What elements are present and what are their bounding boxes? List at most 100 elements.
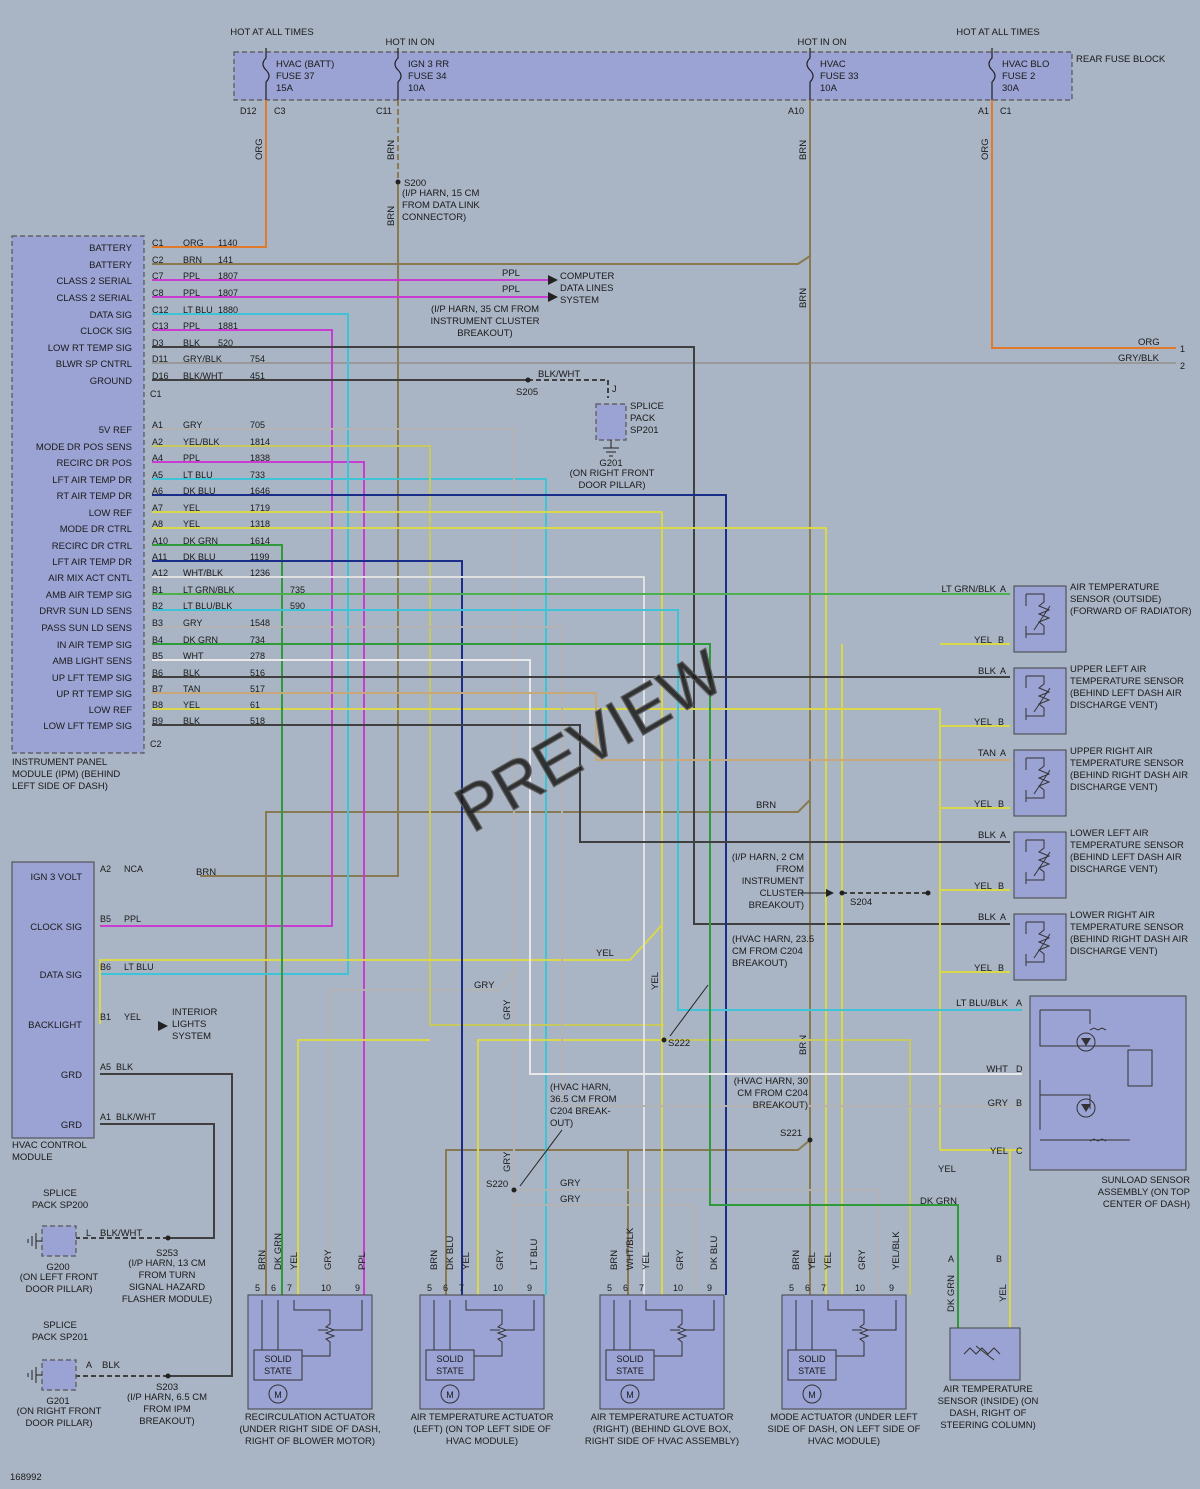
- g200-desc-wrap: (ON LEFT FRONT DOOR PILLAR): [20, 1272, 98, 1295]
- ipm-row-color: BLK/WHT: [183, 371, 224, 381]
- actuator-pin: 9: [527, 1283, 532, 1293]
- actuator-pin: 7: [459, 1283, 464, 1293]
- hvac-row-color: PPL: [124, 914, 141, 924]
- actuator-pin: 5: [607, 1283, 612, 1293]
- sp200-box: [41, 1225, 77, 1257]
- sensor-title-wrap: LOWER LEFT AIR TEMPERATURE SENSOR (BEHIN…: [1070, 828, 1184, 875]
- ipm-row-color: TAN: [183, 684, 200, 694]
- s205-desc-wrap: (I/P HARN, 35 CM FROM INSTRUMENT CLUSTER…: [430, 304, 539, 339]
- ipm-row-circuit: 1807: [218, 288, 238, 298]
- solid-state-box: [425, 1349, 475, 1381]
- wire-brn-battery: [152, 255, 811, 265]
- wire-brn-label-6: BRN: [756, 800, 776, 811]
- right-outputs: ORG 1 GRY/BLK 2: [1118, 337, 1185, 371]
- thermistor-symbol: [1025, 675, 1051, 720]
- sensor-title: UPPER LEFT AIR TEMPERATURE SENSOR (BEHIN…: [1070, 664, 1184, 711]
- sensor-title-wrap: UPPER RIGHT AIR TEMPERATURE SENSOR (BEHI…: [1070, 746, 1188, 793]
- ipm-row-pin: D16: [152, 371, 169, 381]
- sunload-box: [1029, 995, 1187, 1171]
- wire-yelblk-act4: [664, 1039, 911, 1295]
- ipm-row-color: PPL: [183, 453, 200, 463]
- splice-pack-sp201-top: J SPLICE PACK SP201 G201 (ON RIGHT FRONT…: [570, 384, 664, 491]
- solid-state-label-2: STATE: [264, 1366, 292, 1376]
- actuator-wire-color: DK BLU: [445, 1236, 456, 1270]
- ipm-row-label: LFT AIR TEMP DR: [52, 475, 132, 486]
- actuator-wire-color: DK BLU: [709, 1236, 720, 1270]
- ipm-row-color: GRY/BLK: [183, 354, 222, 364]
- wire-blkwht-hvac-grd: [100, 1123, 215, 1239]
- s253-name: S253: [156, 1248, 178, 1259]
- s204-name: S204: [850, 897, 872, 908]
- ipm-row-circuit: 734: [250, 635, 265, 645]
- wire-dkgrn-b4: [152, 643, 959, 1245]
- sensor-title-wrap: LOWER RIGHT AIR TEMPERATURE SENSOR (BEHI…: [1070, 910, 1188, 957]
- fuse-33-pin: A10: [788, 106, 804, 116]
- ipm-row-color: YEL: [183, 519, 200, 529]
- actuator-wire-color: YEL: [807, 1252, 818, 1270]
- wire-brn-label-2: BRN: [386, 206, 397, 226]
- s204-desc-wrap: (I/P HARN, 2 CM FROM INSTRUMENT CLUSTER …: [732, 852, 804, 911]
- s221-desc-wrap: (HVAC HARN, 30 CM FROM C204 BREAKOUT): [734, 1076, 808, 1111]
- wire-brn-actuator-bus: [265, 799, 811, 1295]
- ipm-row-circuit: 1318: [250, 519, 270, 529]
- ipm-row-label: CLASS 2 SERIAL: [56, 293, 132, 304]
- wire-org-label-1: ORG: [254, 138, 265, 160]
- motor-symbol: M: [626, 1390, 634, 1400]
- solid-state-box: [253, 1349, 303, 1381]
- ipm-row-circuit: 590: [290, 601, 305, 611]
- ipm-row-circuit: 1614: [250, 536, 270, 546]
- hot-in-on-label-2: HOT IN ON: [798, 37, 847, 48]
- sp200-pin: L: [86, 1228, 91, 1238]
- splice-s204: S204 (I/P HARN, 2 CM FROM INSTRUMENT CLU…: [732, 852, 931, 911]
- g201-bottom-desc-wrap: (ON RIGHT FRONT DOOR PILLAR): [17, 1406, 102, 1429]
- ipm-row-circuit: 520: [218, 338, 233, 348]
- s222-desc: (HVAC HARN, 23.5 CM FROM C204 BREAKOUT): [732, 934, 815, 969]
- g201-top-desc-wrap: (ON RIGHT FRONT DOOR PILLAR): [570, 468, 655, 491]
- ipm-row-color: DK BLU: [183, 486, 216, 496]
- ipm-row-pin: B2: [152, 601, 163, 611]
- sensor-wire-b: YEL: [974, 881, 992, 892]
- ipm-row-pin: B3: [152, 618, 163, 628]
- fuse-33: HVAC FUSE 33 10A A10: [788, 48, 859, 116]
- fuse-33-number: FUSE 33: [820, 71, 859, 82]
- wire-brn-label-5: BRN: [798, 1035, 809, 1055]
- sensor-wire-a: LT GRN/BLK: [941, 584, 996, 595]
- sensor-wire-b: YEL: [974, 963, 992, 974]
- thermistor-symbol: [1025, 757, 1051, 802]
- sunload-pin-color: WHT: [986, 1064, 1008, 1075]
- fuse-2-conn: C1: [1000, 106, 1012, 116]
- ipm-row-pin: A4: [152, 453, 163, 463]
- ipm-row-circuit: 705: [250, 420, 265, 430]
- ipm-row-pin: A5: [152, 470, 163, 480]
- actuator: BRN5YEL6YEL7GRY10YEL/BLK9SOLIDSTATEMMODE…: [768, 1231, 921, 1447]
- wire-brn-label-3: BRN: [798, 140, 809, 160]
- fuse-34-number: FUSE 34: [408, 71, 447, 82]
- splice-s222: S222 (HVAC HARN, 23.5 CM FROM C204 BREAK…: [661, 934, 815, 1049]
- actuator-wire-color: DK GRN: [273, 1233, 284, 1270]
- actuator-pin: 10: [321, 1283, 331, 1293]
- ipm-row-label: LFT AIR TEMP DR: [52, 557, 132, 568]
- ipm-row-circuit: 451: [250, 371, 265, 381]
- inside-sensor-wire-a-label: DK GRN: [946, 1275, 957, 1312]
- fuse-37-pin: D12: [240, 106, 257, 116]
- wire-org-label-2: ORG: [980, 138, 991, 160]
- output-2-num: 2: [1180, 361, 1185, 371]
- sensor-wire-a: TAN: [978, 748, 996, 759]
- wire-dkblu-a6: [152, 494, 727, 1295]
- sunload-pin-letter: A: [1016, 998, 1022, 1008]
- inside-sensor-wire-b-label: YEL: [998, 1284, 1009, 1302]
- ipm-row-circuit: 733: [250, 470, 265, 480]
- s200-desc-wrap: (I/P HARN, 15 CM FROM DATA LINK CONNECTO…: [402, 188, 480, 223]
- sensor-wire-a: BLK: [978, 912, 997, 923]
- wire-brn-label-4: BRN: [798, 288, 809, 308]
- actuator-title-wrap: MODE ACTUATOR (UNDER LEFT SIDE OF DASH, …: [768, 1412, 921, 1447]
- sensor-wire-b: YEL: [974, 717, 992, 728]
- sunload-pin-letter: C: [1016, 1146, 1023, 1156]
- sensor-box: [1013, 667, 1067, 735]
- actuator-pin: 5: [427, 1283, 432, 1293]
- actuator-title: AIR TEMPERATURE ACTUATOR (RIGHT) (BEHIND…: [584, 1412, 740, 1447]
- rear-fuse-block-label: REAR FUSE BLOCK: [1076, 54, 1166, 65]
- fuse-37-conn: C3: [274, 106, 286, 116]
- splice-s200: S200 (I/P HARN, 15 CM FROM DATA LINK CON…: [395, 178, 480, 223]
